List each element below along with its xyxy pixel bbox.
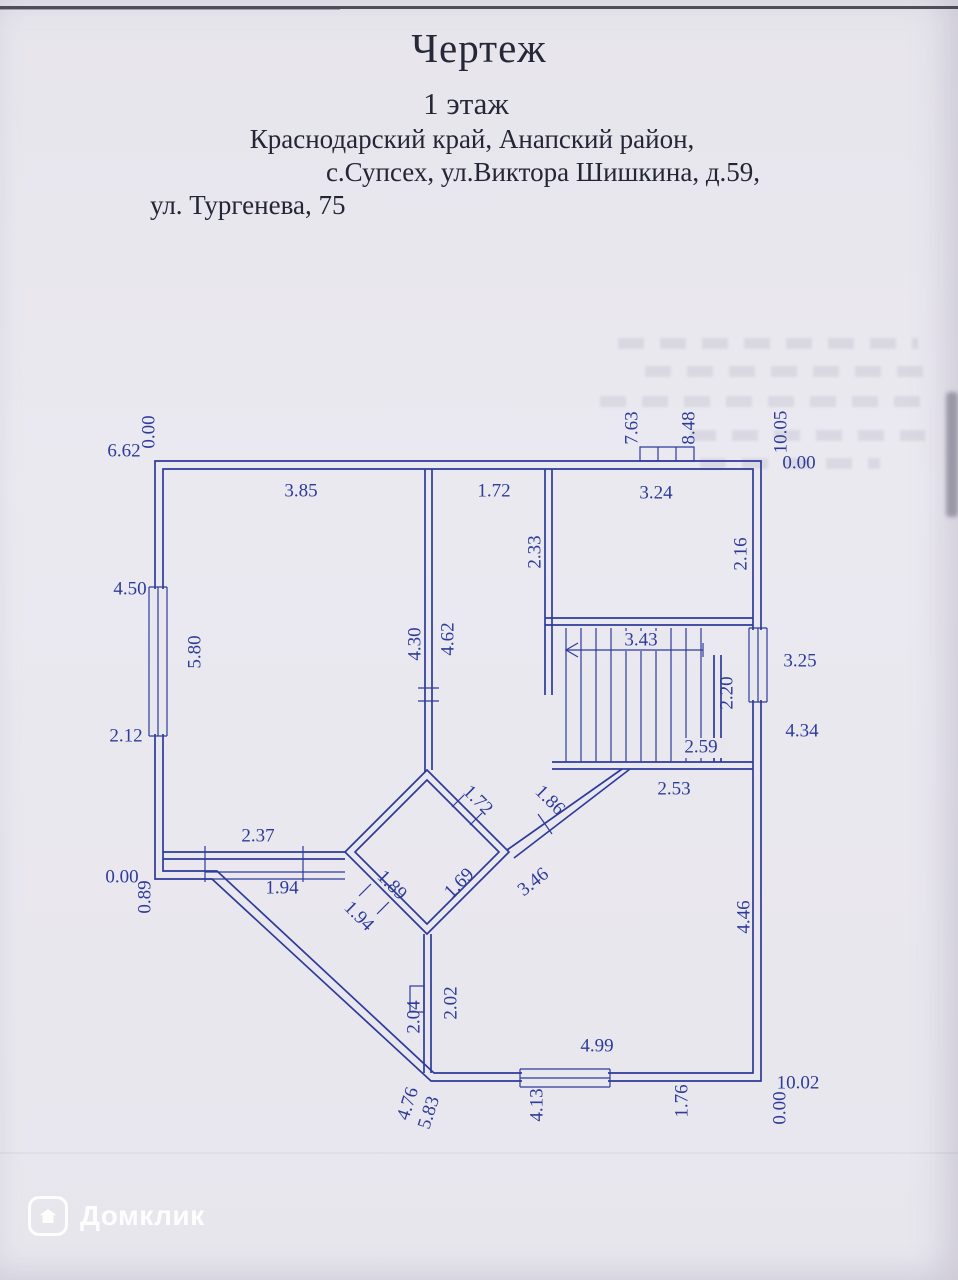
dim-label: 6.62: [107, 440, 140, 461]
bleed-through-artifact: [690, 430, 925, 441]
dim-label: 4.99: [580, 1035, 613, 1056]
bottom-window: [519, 1068, 611, 1088]
scan-edge-artifact: [0, 9, 340, 10]
dim-label: 1.86: [531, 781, 569, 819]
dim-label: 3.43: [624, 629, 657, 650]
dim-label: 1.76: [671, 1084, 692, 1117]
dim-label: 3.46: [514, 864, 553, 901]
stair-direction-arrow: [564, 642, 704, 658]
dim-label: 2.59: [684, 736, 717, 757]
address-line: ул. Тургенева, 75: [150, 190, 346, 220]
dim-label: 1.89: [373, 866, 411, 904]
scan-edge-artifact: [0, 6, 958, 9]
dim-label: 4.34: [785, 720, 819, 741]
bleed-through-artifact: [645, 366, 925, 377]
dimension-labels: 0.00 6.62 7.63 8.48 10.05 0.00 3.85 1.72…: [105, 411, 819, 1132]
vent-shaft: [639, 446, 695, 462]
door-ticks: [358, 687, 553, 1013]
dim-label: 1.94: [340, 897, 379, 936]
dim-label: 0.00: [138, 415, 159, 448]
dim-label: 2.53: [657, 778, 690, 799]
dim-label: 4.46: [733, 900, 754, 933]
dim-label: 1.72: [459, 781, 497, 819]
paper-fold-artifact: [0, 1152, 958, 1154]
dim-label: 0.00: [782, 452, 815, 473]
dim-label: 10.02: [777, 1072, 820, 1093]
dim-label: 3.24: [639, 482, 673, 503]
label-halo: [673, 738, 729, 758]
dim-label: 4.30: [404, 627, 425, 660]
dim-label: 4.50: [113, 578, 146, 599]
dim-label: 0.00: [769, 1091, 790, 1124]
dim-label: 3.25: [783, 650, 816, 671]
left-window: [148, 586, 168, 737]
bleed-through-artifact: [600, 396, 935, 407]
dim-label: 2.04: [403, 1000, 424, 1034]
domklik-watermark: Домклик: [28, 1196, 205, 1236]
dim-label: 0.89: [134, 880, 155, 913]
dim-label: 4.13: [526, 1088, 547, 1121]
stair-treads: [565, 628, 702, 762]
dim-label: 10.05: [770, 411, 791, 454]
dim-label: 1.72: [477, 480, 510, 501]
right-window: [748, 627, 768, 703]
outer-walls: [154, 460, 762, 1082]
drawing-title: Чертеж: [411, 25, 547, 71]
interior-walls: [163, 469, 753, 1073]
bleed-through-artifact: [700, 458, 880, 469]
dim-label: 3.85: [284, 480, 317, 501]
floor-label: 1 этаж: [423, 86, 509, 121]
address-line: с.Супсех, ул.Виктора Шишкина, д.59,: [325, 157, 761, 187]
dim-label: 1.69: [440, 864, 478, 902]
house-icon: [28, 1196, 68, 1236]
dim-label: 1.94: [265, 877, 299, 898]
dim-label: 2.20: [716, 676, 737, 709]
bleed-through-artifact: [618, 338, 918, 349]
dim-label: 2.02: [440, 986, 461, 1019]
label-halo: [612, 631, 670, 651]
dim-label: 5.80: [184, 635, 205, 668]
dim-label: 7.63: [621, 411, 642, 444]
dim-label: 8.48: [678, 411, 699, 444]
dim-label: 2.33: [524, 535, 545, 568]
watermark-label: Домклик: [80, 1200, 205, 1231]
dim-label: 2.37: [241, 825, 274, 846]
dim-label: 4.62: [437, 622, 458, 655]
dim-label: 2.16: [730, 537, 751, 570]
dim-label: 0.00: [105, 866, 138, 887]
scan-edge-smudge: [946, 392, 958, 517]
dim-label: 2.12: [109, 725, 142, 746]
address-line: Краснодарский край, Анапский район,: [249, 124, 695, 154]
